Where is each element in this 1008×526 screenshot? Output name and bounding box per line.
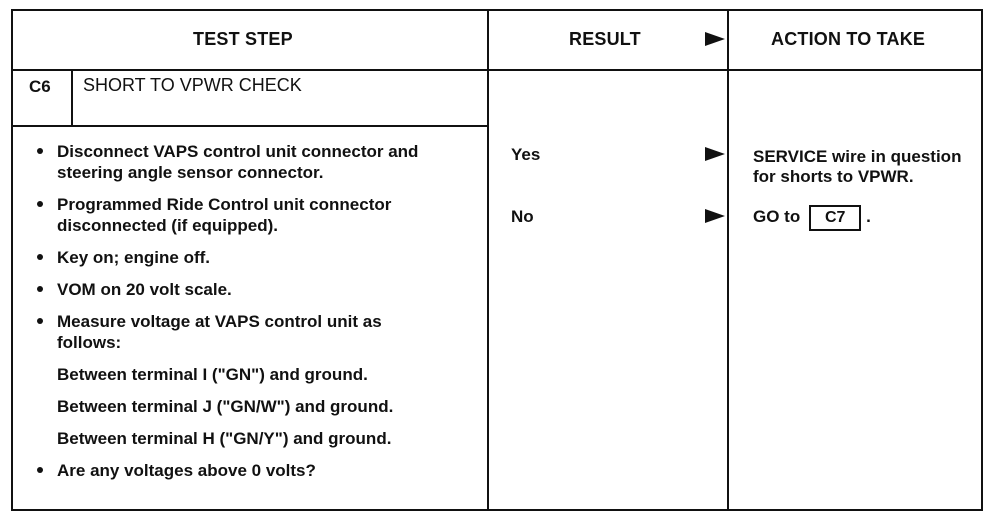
result-no: No <box>511 207 534 226</box>
header-action-to-take: ACTION TO TAKE <box>771 29 926 49</box>
instruction-subitem: Between terminal H ("GN/Y") and ground. <box>57 429 392 448</box>
step-code: C6 <box>29 77 51 96</box>
column-divider-1 <box>487 11 489 509</box>
diagnostic-table: TEST STEP RESULT ACTION TO TAKE C6 SHORT… <box>11 9 983 511</box>
action-no-suffix: . <box>866 207 871 226</box>
step-title-divider <box>13 125 487 127</box>
instruction-item: VOM on 20 volt scale. <box>35 279 480 300</box>
arrow-icon <box>705 147 725 161</box>
instruction-item: Disconnect VAPS control unit connector a… <box>35 141 480 183</box>
instruction-subitem: Between terminal J ("GN/W") and ground. <box>57 397 394 416</box>
step-code-divider <box>71 69 73 125</box>
instruction-item: Key on; engine off. <box>35 247 480 268</box>
result-yes: Yes <box>511 145 541 164</box>
action-no: GO to C7 . <box>753 205 993 231</box>
action-no-text: GO to <box>753 207 801 226</box>
instruction-subitem: Between terminal I ("GN") and ground. <box>57 365 368 384</box>
header-divider <box>13 69 981 71</box>
arrow-icon <box>705 32 725 46</box>
header-result: RESULT <box>569 29 641 49</box>
step-title: SHORT TO VPWR CHECK <box>83 75 302 95</box>
instruction-item: Measure voltage at VAPS control unit as … <box>35 311 417 353</box>
instruction-item: Are any voltages above 0 volts? <box>35 460 480 481</box>
header-test-step: TEST STEP <box>193 29 293 49</box>
action-yes: SERVICE wire in question for shorts to V… <box>753 147 962 186</box>
instruction-item: Programmed Ride Control unit connector d… <box>35 194 480 236</box>
column-divider-2 <box>727 11 729 509</box>
arrow-icon <box>705 209 725 223</box>
instruction-list: Disconnect VAPS control unit connector a… <box>35 141 480 492</box>
step-reference-box[interactable]: C7 <box>808 205 862 231</box>
